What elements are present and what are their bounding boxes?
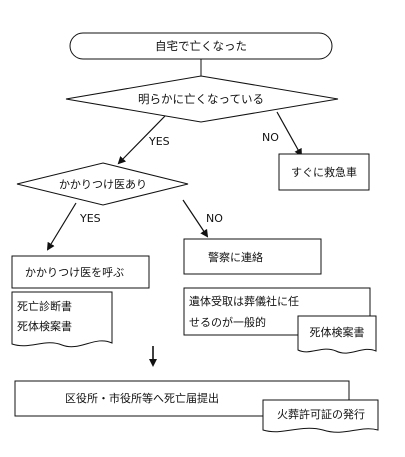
- arrow-decision2-no: [182, 199, 209, 238]
- decision1-label: 明らかに亡くなっている: [138, 92, 264, 106]
- decision2-label: かかりつけ医あり: [59, 178, 147, 191]
- doc-right-label: 死体検案書: [310, 325, 365, 339]
- police-box: [183, 238, 322, 275]
- ambulance-box: [278, 153, 370, 191]
- doc-left-shape: [11, 291, 113, 348]
- call-doctor-label: かかりつけ医を呼ぶ: [25, 266, 124, 279]
- decision1-no-label: NO: [262, 131, 279, 144]
- start-label: 自宅で亡くなった: [155, 39, 247, 53]
- police-label: 警察に連絡: [208, 250, 263, 264]
- body-pickup-line1: 遺体受取は葬儀社に任: [189, 294, 299, 308]
- doc-left-line1: 死亡診断書: [17, 299, 72, 313]
- decision1-diamond: [65, 75, 339, 123]
- cremation-label: 火葬許可証の発行: [277, 407, 365, 421]
- call-doctor-box: [11, 255, 150, 289]
- body-pickup-line2: せるのが一般的: [189, 315, 266, 329]
- decision1-yes-label: YES: [148, 135, 170, 148]
- decision2-no-label: NO: [206, 212, 223, 225]
- arrow-decision1-yes: [117, 115, 166, 165]
- ambulance-label: すぐに救急車: [291, 165, 357, 179]
- decision2-yes-label: YES: [79, 212, 101, 225]
- cremation-doc-shape: [262, 399, 379, 433]
- doc-left-line2: 死体検案書: [17, 319, 72, 333]
- arrow-decision2-yes: [46, 202, 77, 251]
- decision2-diamond: [16, 162, 189, 206]
- doc-right-shape: [297, 315, 377, 354]
- arrow-decision1-no: [276, 111, 302, 157]
- submit-label: 区役所・市役所等へ死亡届提出: [65, 391, 219, 405]
